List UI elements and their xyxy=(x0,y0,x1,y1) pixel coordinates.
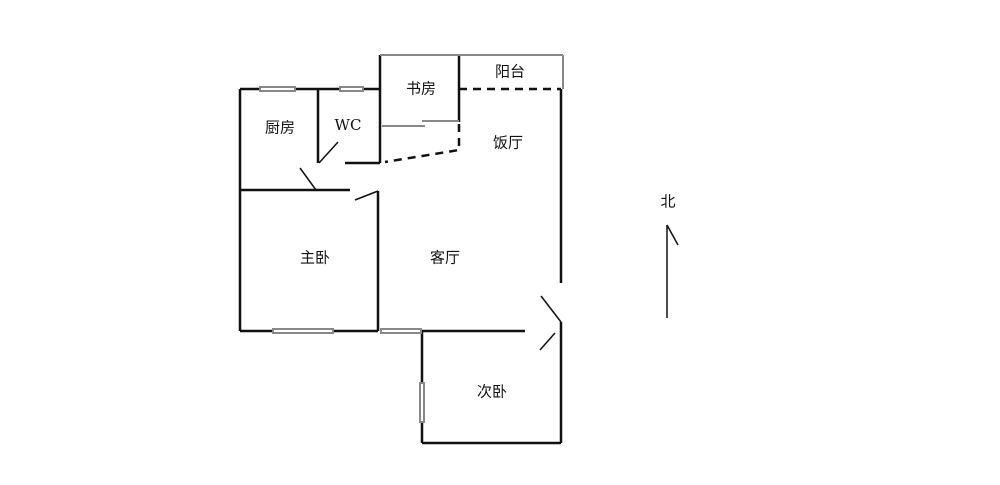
room-label-study: 书房 xyxy=(405,79,437,98)
room-label-dining: 饭厅 xyxy=(492,133,524,152)
compass-north-label: 北 xyxy=(660,192,676,211)
door-swings xyxy=(299,141,562,351)
room-label-living-room: 客厅 xyxy=(429,248,461,267)
room-label-master-bedroom: 主卧 xyxy=(299,248,331,267)
room-label-second-bedroom: 次卧 xyxy=(476,382,508,401)
windows xyxy=(259,54,564,423)
room-label-wc: WC xyxy=(334,116,362,134)
walls xyxy=(238,55,563,445)
open-boundaries xyxy=(384,87,561,164)
room-label-balcony: 阳台 xyxy=(494,62,526,81)
north-arrow-icon xyxy=(666,224,679,318)
room-label-kitchen: 厨房 xyxy=(264,118,296,137)
